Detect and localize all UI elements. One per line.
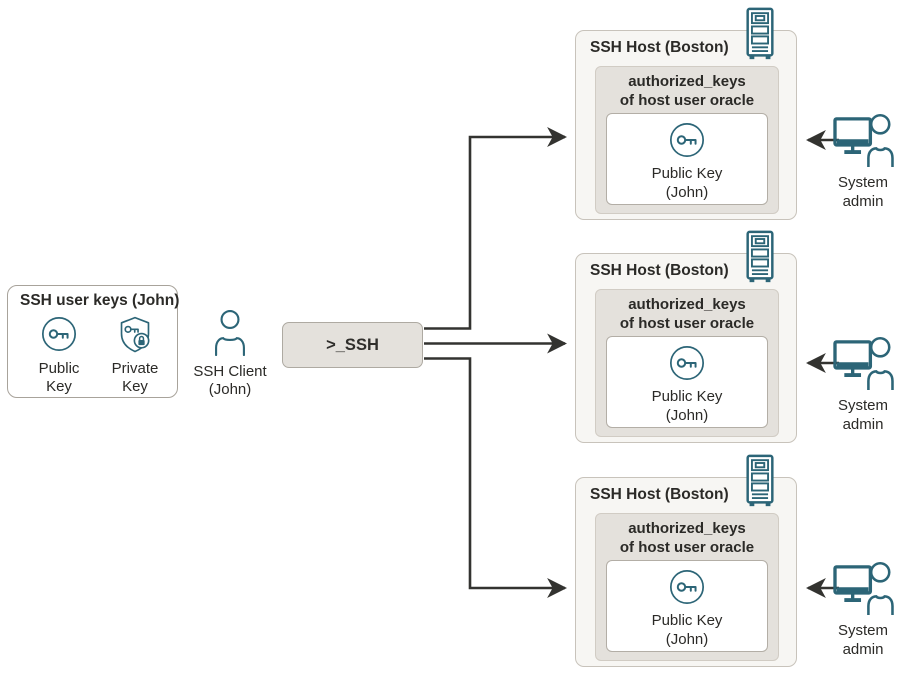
key-icon [668, 568, 706, 606]
ssh-user-keys-box: SSH user keys (John) Public Key Private … [7, 285, 180, 398]
ssh-host-box-1: SSH Host (Boston) authorized_keys of hos… [575, 30, 797, 220]
system-admin-label: System admin [837, 622, 888, 658]
ssh-client-label: SSH Client (John) [193, 363, 267, 398]
public-key-box: Public Key (John) [606, 560, 768, 652]
public-key-box: Public Key (John) [606, 336, 768, 428]
public-key-john-label: Public Key (John) [651, 165, 723, 201]
authorized-keys-box: authorized_keys of host user oracle Publ… [595, 66, 779, 214]
public-key-item: Public Key [19, 315, 99, 396]
key-icon [668, 344, 706, 382]
system-admin-label: System admin [837, 174, 888, 210]
ssh-client: SSH Client (John) [191, 308, 269, 399]
ssh-host-box-3: SSH Host (Boston) authorized_keys of hos… [575, 477, 797, 667]
authorized-keys-box: authorized_keys of host user oracle Publ… [595, 289, 779, 437]
system-admin-1: System admin [826, 111, 900, 211]
system-admin-label: System admin [837, 397, 888, 433]
arrow-ssh-to-host1 [424, 127, 567, 330]
public-key-box: Public Key (John) [606, 113, 768, 205]
authorized-keys-label: authorized_keys of host user oracle [619, 296, 755, 332]
public-key-label: Public Key [38, 360, 80, 395]
private-key-label: Private Key [111, 360, 159, 395]
arrow-ssh-to-host3 [424, 357, 567, 598]
public-key-john-label: Public Key (John) [651, 612, 723, 648]
private-key-item: Private Key [95, 315, 175, 396]
authorized-keys-label: authorized_keys of host user oracle [619, 520, 755, 556]
host-title: SSH Host (Boston) [590, 262, 729, 279]
admin-workstation-icon [831, 334, 895, 391]
key-icon [668, 121, 706, 159]
person-icon [208, 308, 252, 356]
system-admin-3: System admin [826, 559, 900, 659]
server-icon [739, 230, 781, 285]
private-key-shield-icon [114, 315, 156, 355]
public-key-icon [40, 315, 78, 353]
ssh-terminal-label: >_SSH [326, 335, 379, 354]
public-key-john-label: Public Key (John) [651, 388, 723, 424]
system-admin-2: System admin [826, 334, 900, 434]
server-icon [739, 454, 781, 509]
ssh-terminal-box: >_SSH [282, 322, 423, 368]
host-title: SSH Host (Boston) [590, 486, 729, 503]
authorized-keys-box: authorized_keys of host user oracle Publ… [595, 513, 779, 661]
authorized-keys-label: authorized_keys of host user oracle [619, 73, 755, 109]
admin-workstation-icon [831, 111, 895, 168]
user-keys-title: SSH user keys (John) [20, 292, 180, 309]
host-title: SSH Host (Boston) [590, 39, 729, 56]
admin-workstation-icon [831, 559, 895, 616]
server-icon [739, 7, 781, 62]
ssh-host-box-2: SSH Host (Boston) authorized_keys of hos… [575, 253, 797, 443]
